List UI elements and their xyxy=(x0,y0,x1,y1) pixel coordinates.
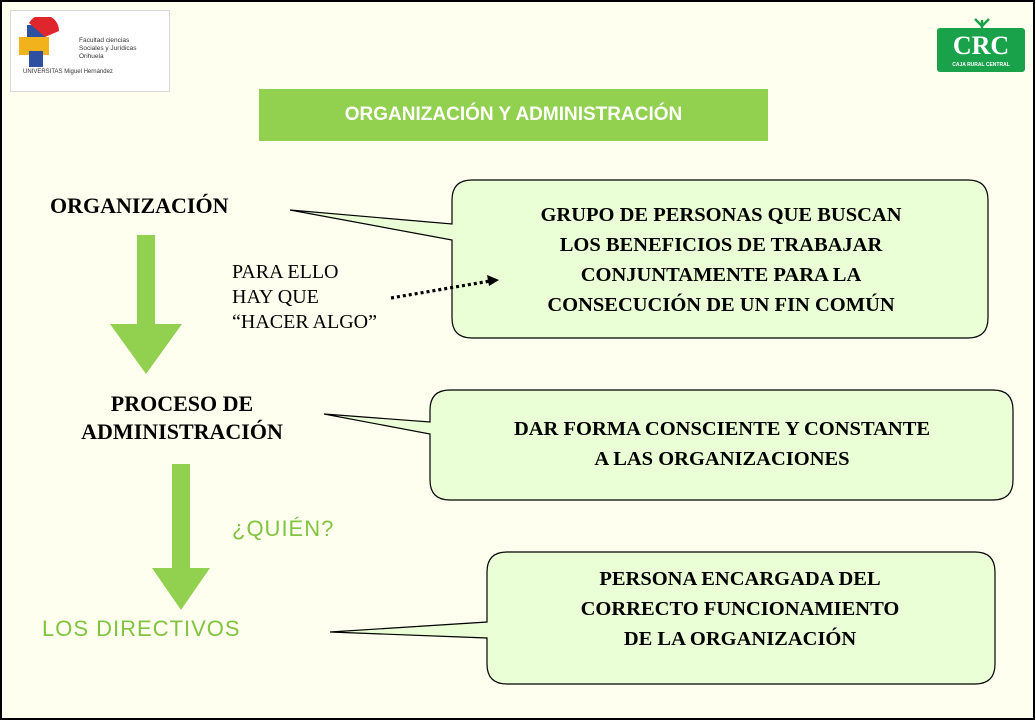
note-para-ello-line-3: “HACER ALGO” xyxy=(232,311,377,333)
callout-directivo-line-2: CORRECTO FUNCIONAMIENTO xyxy=(580,598,900,620)
callout-directivo-line-3: DE LA ORGANIZACIÓN xyxy=(623,628,857,650)
note-para-ello-line-2: HAY QUE xyxy=(232,286,319,308)
crc-logo: CRC CAJA RURAL CENTRAL xyxy=(934,16,1030,74)
slide-title: ORGANIZACIÓN Y ADMINISTRACIÓN xyxy=(259,89,768,141)
callout-administracion-shape xyxy=(323,389,1014,501)
node-proceso-line-2: ADMINISTRACIÓN xyxy=(81,419,283,444)
node-organizacion: ORGANIZACIÓN xyxy=(50,193,229,218)
callout-organizacion-shape xyxy=(289,179,989,339)
faculty-name: Facultad ciencias Sociales y Jurídicas O… xyxy=(79,37,136,61)
note-quien: ¿QUIÉN? xyxy=(232,516,335,541)
note-para-ello-line-1: PARA ELLO xyxy=(232,261,339,283)
callout-organizacion-line-3: CONJUNTAMENTE PARA LA xyxy=(580,264,862,286)
callout-directivo-line-1: PERSONA ENCARGADA DEL xyxy=(599,568,881,590)
faculty-line-1: Facultad ciencias xyxy=(79,37,130,44)
crc-subtitle: CAJA RURAL CENTRAL xyxy=(952,62,1010,68)
callout-directivo-text: PERSONA ENCARGADA DEL CORRECTO FUNCIONAM… xyxy=(490,564,990,654)
down-arrow-1 xyxy=(110,235,182,374)
callout-directivo-shape xyxy=(329,551,996,685)
university-logo: Facultad ciencias Sociales y Jurídicas O… xyxy=(10,10,170,92)
node-proceso-line-1: PROCESO DE xyxy=(110,391,254,416)
callout-administracion-line-1: DAR FORMA CONSCIENTE Y CONSTANTE xyxy=(513,418,931,440)
university-emblem-icon xyxy=(19,17,60,67)
crc-logo-box: CRC CAJA RURAL CENTRAL xyxy=(937,28,1025,72)
callout-organizacion-text: GRUPO DE PERSONAS QUE BUSCAN LOS BENEFIC… xyxy=(457,200,985,320)
callout-organizacion-line-2: LOS BENEFICIOS DE TRABAJAR xyxy=(559,234,883,256)
dotted-arrowhead xyxy=(487,275,499,286)
university-name: UNIVERSITAS Miguel Hernández xyxy=(23,69,113,75)
callout-organizacion-line-4: CONSECUCIÓN DE UN FIN COMÚN xyxy=(547,294,895,316)
faculty-line-3: Orihuela xyxy=(79,53,104,60)
callout-administracion-line-2: A LAS ORGANIZACIONES xyxy=(594,448,850,470)
node-proceso-administracion: PROCESO DE ADMINISTRACIÓN xyxy=(42,390,322,446)
callout-organizacion-line-1: GRUPO DE PERSONAS QUE BUSCAN xyxy=(540,204,902,226)
dotted-arrow-line xyxy=(390,279,491,300)
faculty-line-2: Sociales y Jurídicas xyxy=(79,45,137,52)
node-directivos: LOS DIRECTIVOS xyxy=(42,616,241,641)
note-para-ello: PARA ELLO HAY QUE “HACER ALGO” xyxy=(232,260,377,335)
down-arrow-2 xyxy=(152,464,210,610)
crc-acronym: CRC xyxy=(952,31,1010,60)
callout-administracion-text: DAR FORMA CONSCIENTE Y CONSTANTE A LAS O… xyxy=(432,414,1012,474)
